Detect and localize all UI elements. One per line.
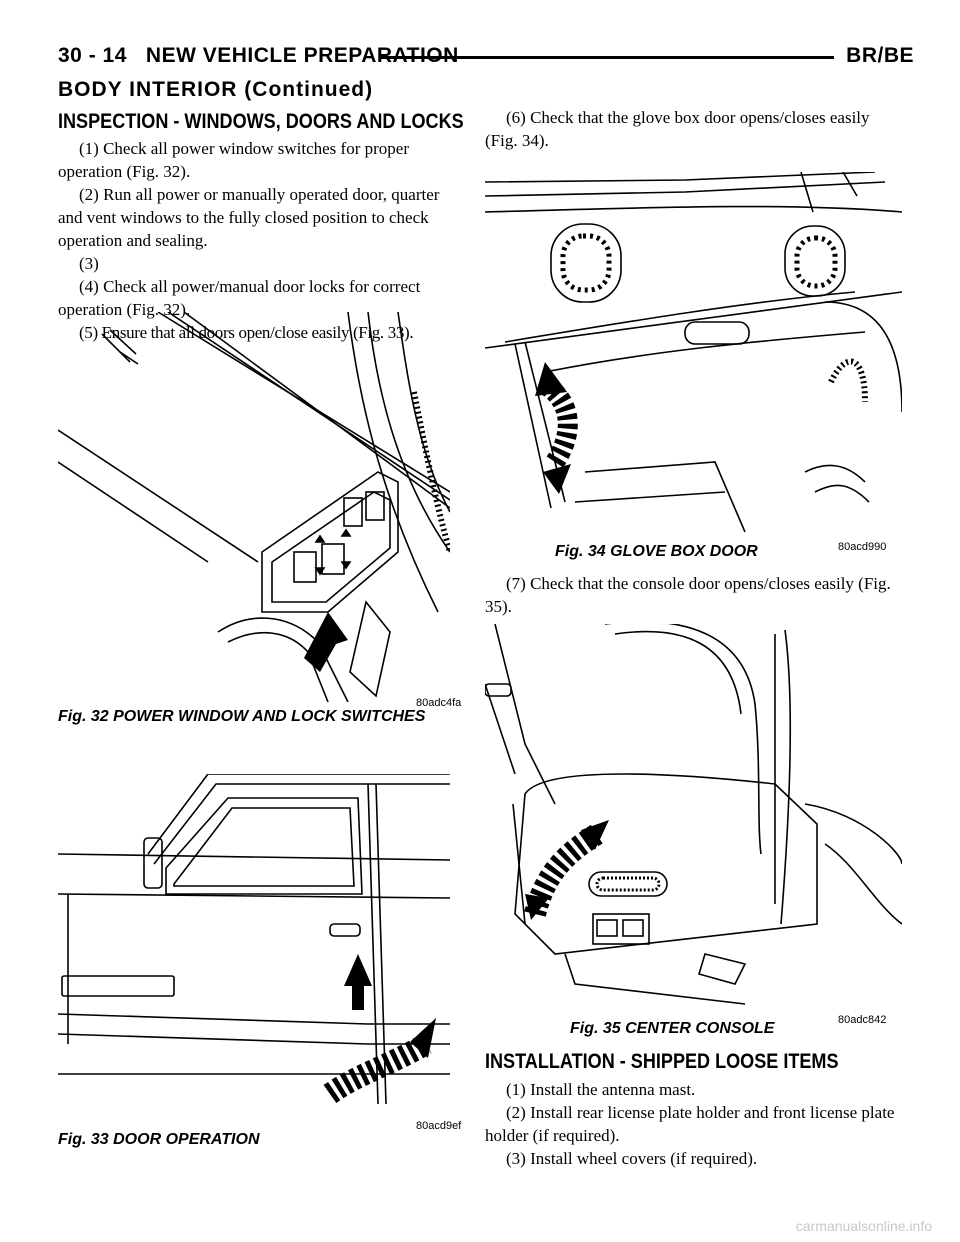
installation-title: INSTALLATION - SHIPPED LOOSE ITEMS [485,1050,839,1073]
inspection-step: (5) Ensure that all doors open/close eas… [79,323,414,342]
installation-step: (3) Install wheel covers (if required). [506,1149,758,1168]
installation-step: (2) Install rear license plate holder an… [485,1103,895,1145]
inspection-title: INSPECTION - WINDOWS, DOORS AND LOCKS [58,110,464,133]
fig33-caption: Fig. 33 DOOR OPERATION [58,1131,260,1148]
fig32-illustration [58,312,450,702]
fig34-illustration [485,172,902,532]
page-number: 30 - 14 [58,44,127,67]
inspection-step: (2) Run all power or manually operated d… [58,185,440,250]
installation-step: (1) Install the antenna mast. [506,1080,696,1099]
inspection-step: (7) Check that the console door opens/cl… [485,574,891,616]
fig33-id: 80acd9ef [416,1120,462,1132]
page-number-section: 30 - 14 NEW VEHICLE PREPARATION [58,44,459,68]
continued-subheading: BODY INTERIOR (Continued) [58,78,374,101]
header-rule [380,56,834,59]
fig34-caption: Fig. 34 GLOVE BOX DOOR [555,543,758,560]
fig33-illustration [58,774,450,1114]
fig35-illustration [485,624,902,1016]
inspection-step: (4) Check all power/manual door locks fo… [58,277,421,319]
installation-steps: (1) Install the antenna mast. (2) Instal… [485,1078,901,1170]
inspection-steps: (1) Check all power window switches for … [58,137,451,344]
inspection-step: (6) Check that the glove box door opens/… [485,108,870,150]
fig35-caption: Fig. 35 CENTER CONSOLE [570,1020,775,1037]
watermark-footer: carmanualsonline.info [795,1218,932,1234]
fig35-id: 80adc842 [838,1014,887,1026]
fig32-id: 80adc4fa [416,697,462,709]
step6-text: (6) Check that the glove box door opens/… [485,106,901,152]
step7-text: (7) Check that the console door opens/cl… [485,572,901,618]
page-header: 30 - 14 NEW VEHICLE PREPARATION BR/BE [58,44,914,76]
fig32-caption: Fig. 32 POWER WINDOW AND LOCK SWITCHES [58,708,426,725]
inspection-step: (3) [79,254,99,273]
section-name: NEW VEHICLE PREPARATION [145,44,459,67]
model-code: BR/BE [846,44,914,67]
inspection-step: (1) Check all power window switches for … [58,139,409,181]
fig34-id: 80acd990 [838,541,887,553]
